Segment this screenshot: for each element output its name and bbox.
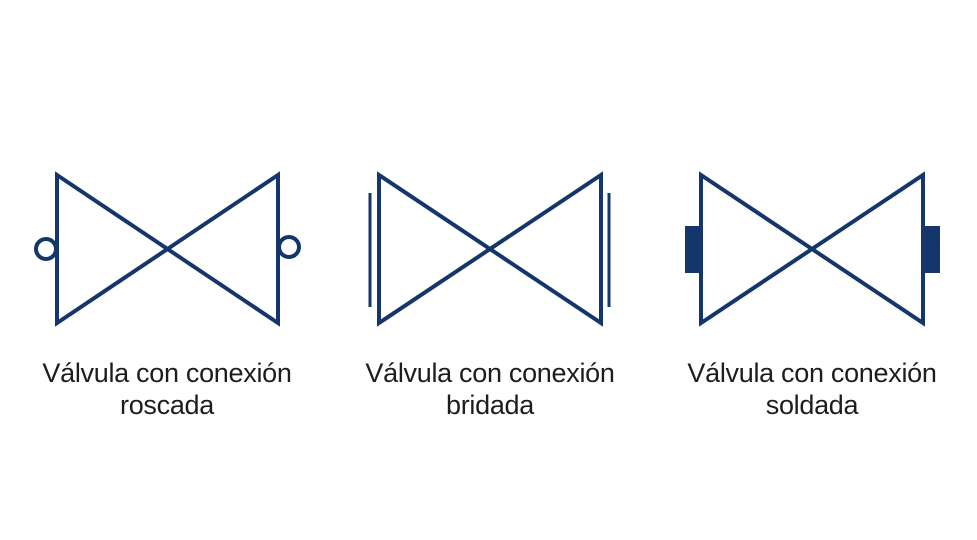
valve-bowtie-shape — [377, 171, 603, 327]
valve-label-line1: Válvula con conexión — [687, 358, 937, 388]
threaded-end-circle-right — [277, 235, 301, 259]
valve-label-line1: Válvula con conexión — [42, 358, 292, 388]
weld-block-left — [685, 226, 701, 273]
flanged-valve-icon — [368, 171, 611, 327]
weld-block-right — [923, 226, 940, 273]
valve-bowtie-shape — [699, 171, 925, 327]
valve-label-line2: bridada — [446, 390, 534, 420]
threaded-end-circle-left — [34, 237, 58, 261]
threaded-valve-icon — [34, 171, 301, 327]
valve-label-soldada: Válvula con conexión soldada — [662, 357, 962, 421]
valve-label-roscada: Válvula con conexión roscada — [17, 357, 317, 421]
valve-label-bridada: Válvula con conexión bridada — [340, 357, 640, 421]
valve-label-line1: Válvula con conexión — [365, 358, 615, 388]
valve-label-line2: roscada — [120, 390, 214, 420]
valve-bowtie-shape — [55, 171, 280, 327]
welded-valve-icon — [685, 171, 940, 327]
valve-label-line2: soldada — [765, 390, 859, 420]
